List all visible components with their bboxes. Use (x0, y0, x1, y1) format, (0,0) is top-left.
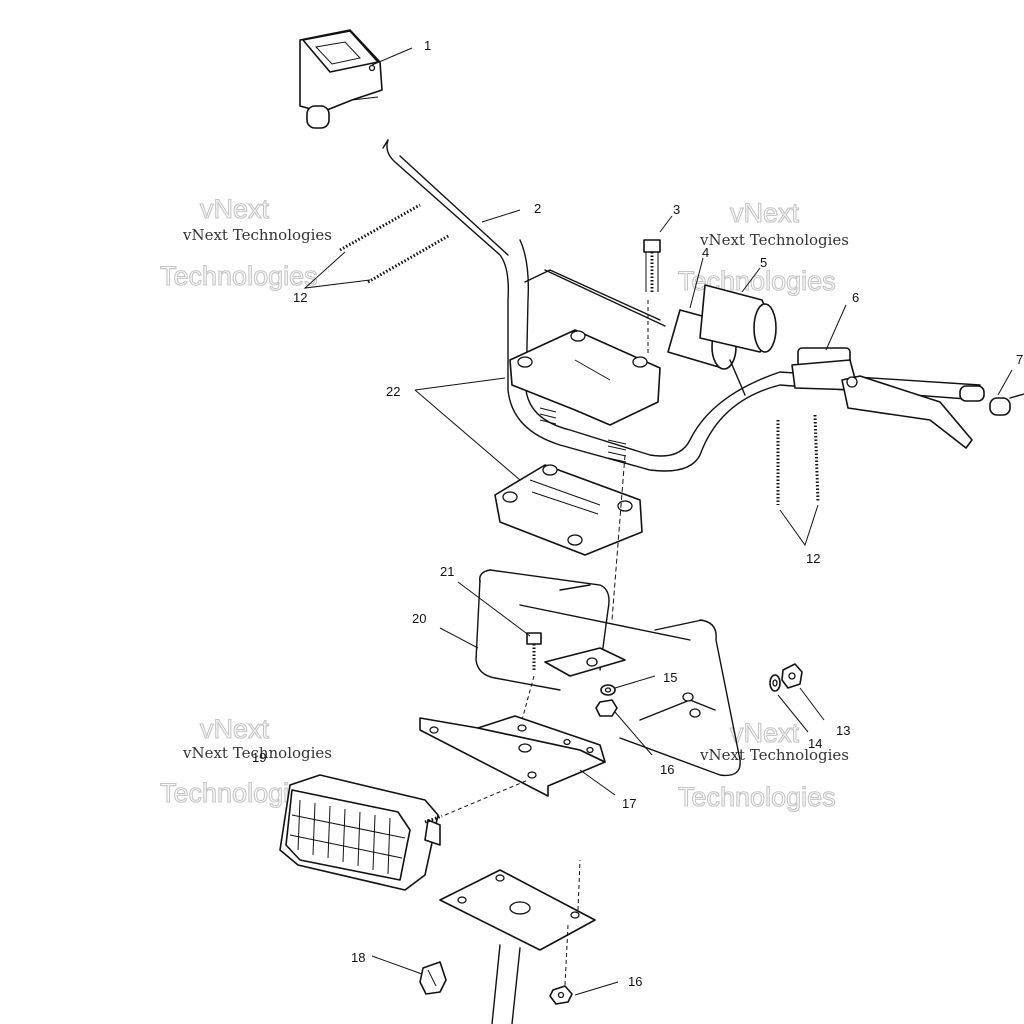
washer-14-icon (769, 674, 781, 692)
callout-18: 18 (351, 950, 365, 965)
svg-text:vNext Technologies: vNext Technologies (699, 231, 849, 249)
mounting-plate-icon (419, 715, 606, 797)
callout-12-right: 12 (806, 551, 820, 566)
svg-text:Technologies: Technologies (160, 261, 318, 291)
svg-text:vNext: vNext (200, 194, 270, 224)
callout-19: 19 (252, 750, 266, 765)
svg-text:vNext Technologies: vNext Technologies (182, 744, 332, 762)
clip-18-icon (419, 961, 447, 995)
svg-text:vNext: vNext (730, 198, 800, 228)
callout-4: 4 (702, 245, 709, 260)
zip-tie-left-icon (339, 203, 451, 284)
callout-5: 5 (760, 255, 767, 270)
watermark-bottom-right: vNext Technologies vNext Technologies (677, 717, 849, 812)
svg-text:vNext Technologies: vNext Technologies (182, 226, 332, 244)
callout-12-left: 12 (293, 290, 307, 305)
callout-2: 2 (534, 201, 541, 216)
headlight-bracket-icon (475, 569, 741, 777)
callout-20: 20 (412, 611, 426, 626)
svg-text:vNext Technologies: vNext Technologies (699, 746, 849, 764)
svg-text:Technologies: Technologies (678, 782, 836, 812)
svg-text:vNext: vNext (200, 714, 270, 744)
callout-21: 21 (440, 564, 454, 579)
svg-text:vNext: vNext (730, 718, 800, 748)
washer-15-icon (600, 684, 616, 696)
callout-16-mid: 16 (660, 762, 674, 777)
watermark-top-left: vNext Technologies vNext Technologies (159, 193, 332, 291)
callout-13: 13 (836, 723, 850, 738)
callout-numbers: 1 2 3 4 5 6 7 12 12 13 14 15 16 16 17 18… (252, 38, 1023, 989)
bracket-bolt-icon (521, 632, 542, 721)
callout-16-bottom: 16 (628, 974, 642, 989)
clamp-upper-icon (509, 329, 661, 426)
brake-lever-icon (791, 347, 973, 449)
nut-16-bottom-icon (549, 985, 573, 1005)
handlebar-icon (382, 139, 985, 472)
callout-7: 7 (1016, 352, 1023, 367)
nut-16-icon (595, 699, 618, 717)
grip-cylinder-icon (667, 284, 777, 396)
svg-text:Technologies: Technologies (678, 266, 836, 296)
callout-1: 1 (424, 38, 431, 53)
zip-tie-right-icon (776, 414, 820, 505)
watermark-top-right: vNext Technologies vNext Technologies (677, 197, 849, 296)
base-plate-icon (439, 859, 596, 1024)
headlight-icon (279, 774, 529, 891)
callout-15: 15 (663, 670, 677, 685)
callout-14: 14 (808, 736, 822, 751)
clamp-lower-icon (494, 464, 643, 556)
nut-13-icon (781, 663, 803, 689)
callout-17: 17 (622, 796, 636, 811)
leader-lines (303, 47, 1013, 996)
callout-22: 22 (386, 384, 400, 399)
callout-6: 6 (852, 290, 859, 305)
bolt-icon (643, 239, 661, 355)
callout-3: 3 (673, 202, 680, 217)
end-cap-icon (989, 393, 1024, 416)
throttle-housing-icon (299, 29, 383, 129)
